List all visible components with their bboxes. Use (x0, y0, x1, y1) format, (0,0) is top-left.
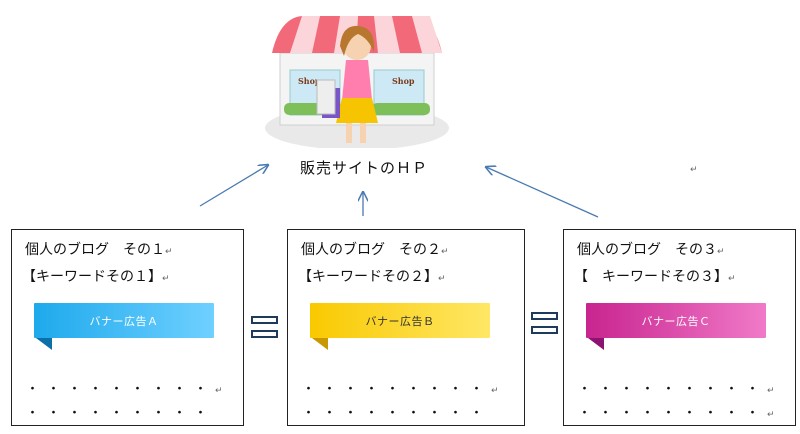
arrow-left (199, 165, 268, 207)
sales-site-hp-label: 販売サイトのＨＰ (300, 159, 429, 177)
blog-box-2: 個人のブログ その２↵ 【キーワードその２】↵ バナー広告Ｂ ・・・・・・・・・… (287, 229, 525, 426)
blog-keyword: 【キーワードその２】↵ (298, 269, 446, 285)
placeholder-dots: ・・・・・・・・・↵ (578, 382, 783, 397)
blog-keyword: 【 キーワードその３】↵ (574, 269, 736, 285)
placeholder-dots: ・・・・・・・・・↵ (302, 382, 507, 397)
banner-ad-label: バナー広告Ａ (89, 314, 159, 328)
banner-ad-label: バナー広告Ｂ (365, 314, 435, 328)
banner-ad-b[interactable]: バナー広告Ｂ (310, 303, 492, 363)
banner-ad-a[interactable]: バナー広告Ａ (34, 303, 216, 363)
placeholder-dots-2: ・・・・・・・・・ (302, 406, 492, 416)
blog-box-1: 個人のブログ その１↵ 【キーワードその１】↵ バナー広告Ａ ・・・・・・・・・… (11, 229, 244, 426)
blog-title: 個人のブログ その１↵ (25, 242, 173, 258)
blog-box-3: 個人のブログ その３↵ 【 キーワードその３】↵ バナー広告Ｃ ・・・・・・・・… (563, 229, 796, 426)
shop-sign-left: Shop (298, 76, 321, 86)
equal-sign-2 (531, 312, 560, 338)
return-mark: ↵ (690, 165, 698, 175)
equal-sign-1 (251, 316, 280, 342)
placeholder-dots: ・・・・・・・・・↵ (26, 382, 231, 397)
banner-ad-c[interactable]: バナー広告Ｃ (586, 303, 768, 363)
shop-sign-right: Shop (392, 76, 415, 86)
blog-keyword: 【キーワードその１】↵ (22, 269, 170, 285)
blog-title: 個人のブログ その３↵ (577, 242, 725, 258)
placeholder-dots-2: ・・・・・・・・・↵ (578, 406, 783, 416)
blog-title: 個人のブログ その２↵ (301, 242, 449, 258)
placeholder-dots-2: ・・・・・・・・・ (26, 406, 216, 416)
arrow-right (486, 167, 599, 218)
banner-ad-label: バナー広告Ｃ (641, 314, 711, 328)
shop-illustration: Shop Shop (265, 16, 449, 148)
